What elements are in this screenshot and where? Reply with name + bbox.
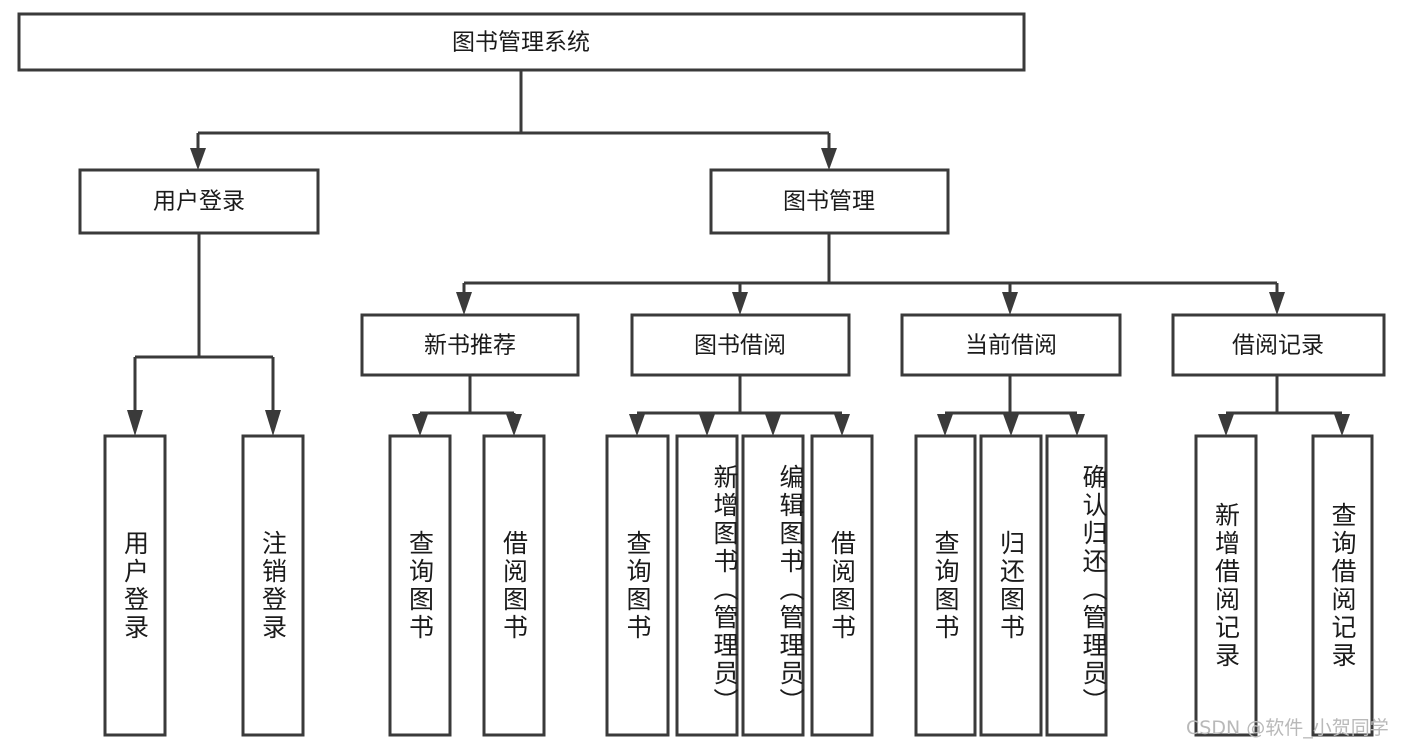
arrow-head-leaf-logout [265,410,281,436]
arrow-head-nbr-leaf2 [506,414,522,436]
leaf-box-query-book-bb[interactable] [605,434,670,737]
node-label-book-borrow: 图书借阅 [694,333,786,359]
leaf-box-borrow-book-bb[interactable] [810,434,874,737]
leaf-box-borrow-book-nbr[interactable] [482,434,546,737]
csdn-watermark: CSDN @软件_小贺同学 [1186,717,1389,739]
arrow-head-new-book-rec [456,292,472,315]
arrow-head-cb-leaf1 [937,414,953,436]
node-box-book-management[interactable] [709,168,950,235]
leaf-box-add-book-admin[interactable] [675,434,739,737]
arrow-head-br-leaf1 [1218,414,1234,436]
leaf-box-return-book[interactable] [979,434,1043,737]
node-label-root: 图书管理系统 [452,30,590,56]
node-label-book-management: 图书管理 [783,189,875,215]
node-label-user-login: 用户登录 [153,189,245,215]
arrow-head-nbr-leaf1 [412,414,428,436]
arrow-head-leaf-user-login [127,410,143,436]
arrow-head-book-borrow [732,292,748,315]
leaf-box-edit-book-admin[interactable] [741,434,805,737]
leaf-box-user-login[interactable] [103,434,167,737]
node-label-borrow-record: 借阅记录 [1232,333,1324,359]
arrow-head-borrow-record [1269,292,1285,315]
node-box-new-book-recommend[interactable] [360,313,580,377]
leaf-box-logout[interactable] [241,434,305,737]
leaf-box-query-book-cb[interactable] [914,434,977,737]
node-label-new-book-recommend: 新书推荐 [424,333,516,359]
arrow-head-current-borrow [1002,292,1018,315]
arrow-head-bb-leaf4 [834,414,850,436]
node-box-current-borrow[interactable] [900,313,1122,377]
arrow-head-bb-leaf1 [629,414,645,436]
arrow-head-bb-leaf3 [765,414,781,436]
node-box-borrow-record[interactable] [1171,313,1386,377]
leaf-box-confirm-return-admin[interactable] [1045,434,1108,737]
arrow-head-user-login [190,148,206,170]
arrow-head-br-leaf2 [1334,414,1350,436]
node-layer: 图书管理系统 用户登录 图书管理 新书推荐 图书借阅 当前借阅 借阅记录 [17,12,1386,737]
arrow-head-cb-leaf2 [1003,414,1019,436]
leaf-box-query-book-nbr[interactable] [388,434,452,737]
node-box-root[interactable] [17,12,1026,72]
node-box-user-login[interactable] [78,168,320,235]
leaf-box-add-borrow-record[interactable] [1194,434,1258,737]
connector-layer [127,70,1350,436]
arrow-head-cb-leaf3 [1069,414,1085,436]
arrow-head-bb-leaf2 [699,414,715,436]
leaf-box-query-borrow-record[interactable] [1311,434,1374,737]
node-label-current-borrow: 当前借阅 [965,333,1057,359]
arrow-head-book-mgmt [821,148,837,170]
node-box-book-borrow[interactable] [630,313,851,377]
